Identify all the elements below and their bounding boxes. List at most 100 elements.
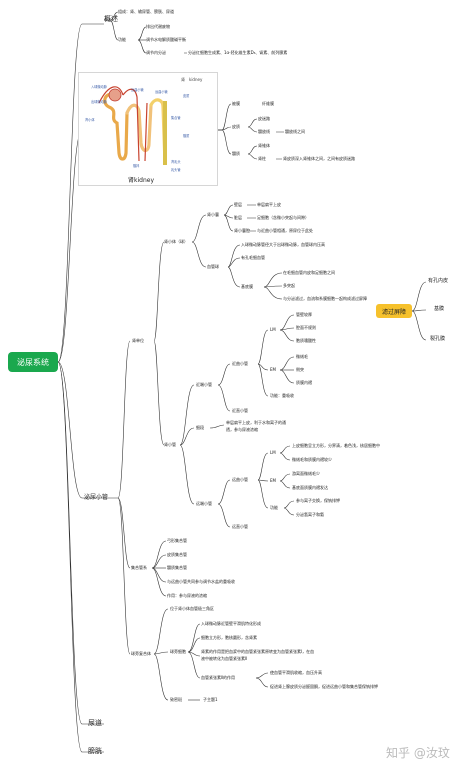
- juxtaglomerular-cell-node[interactable]: 球旁细胞: [170, 649, 186, 654]
- basement-membrane-c: 与分泌滤过，血流和系膜细胞一起构成滤过屏障: [283, 296, 367, 301]
- pct-function: 功能：重吸收: [270, 393, 294, 398]
- parietal-layer-detail: 单层扁平上皮: [257, 202, 281, 207]
- barrier-basement-membrane: 基膜: [434, 306, 445, 312]
- kidney-caption: 肾kidney: [128, 177, 154, 184]
- macula-densa-subtopic: 子主题1: [203, 697, 218, 702]
- barrier-fenestrated-endothelium: 有孔内皮: [428, 278, 449, 284]
- capsular-space-detail: 与近曲小管相通，原尿位于此处: [257, 228, 313, 233]
- urethra-node[interactable]: 尿道: [88, 719, 102, 727]
- function-1: 排出代谢废物: [146, 24, 170, 29]
- thin-segment-detail-2: 透，参与尿液浓缩: [226, 427, 258, 432]
- dct-em-1: 游离面微绒毛少: [292, 471, 320, 476]
- dct-em-2: 基底面质膜内褶发达: [292, 485, 328, 490]
- pct-em-node[interactable]: EM: [270, 367, 276, 372]
- bowmans-capsule-node[interactable]: 肾小囊: [207, 212, 219, 217]
- dct-lm-node[interactable]: LM: [270, 450, 276, 455]
- distal-convoluted-node[interactable]: 远曲小管: [232, 477, 248, 482]
- pct-lm-3: 胞质嗜酸性: [296, 338, 316, 343]
- function-3: 调节内分泌: [146, 50, 166, 55]
- img-label-cortex: 皮质: [183, 93, 190, 98]
- angiotensin-1: 使血管平滑肌收缩，血压升高: [270, 670, 322, 675]
- collecting-2: 皮质集合管: [167, 552, 187, 557]
- thin-segment-detail-1: 单层扁平上皮，利于水和离子的通: [226, 420, 286, 425]
- renal-tubule-node[interactable]: 肾小管: [164, 442, 176, 447]
- img-label-pct: 近曲小管: [131, 87, 144, 92]
- img-label-papillary-duct: 乳头管: [171, 167, 181, 172]
- collecting-duct-node[interactable]: 集合管系: [131, 565, 147, 570]
- nephron-node[interactable]: 肾单位: [132, 338, 144, 343]
- kidney-diagram-image: 入球微动脉 出球微动脉 肾小体 近曲小管 远曲小管 髓袢 集合管 皮质 髓质 肾…: [78, 72, 218, 186]
- pct-em-2: 侧突: [296, 367, 304, 372]
- renal-column-detail: 肾皮质深入肾锥体之间，之间有皮质迷路: [283, 156, 355, 161]
- dct-function-1: 参与离子交换，保钠排钾: [296, 498, 340, 503]
- img-label-corpuscle: 肾小体: [85, 117, 95, 122]
- nephron-illustration: 入球微动脉 出球微动脉 肾小体 近曲小管 远曲小管 髓袢 集合管 皮质 髓质 肾…: [85, 76, 203, 172]
- angiotensin-2: 促进肾上腺皮质分泌醛固酮，促进远曲小管和集合管保钠排钾: [270, 684, 378, 689]
- img-label-dct: 远曲小管: [155, 89, 168, 94]
- glomerulus-node[interactable]: 血管球: [207, 264, 219, 269]
- macula-densa-node[interactable]: 致密斑: [170, 697, 182, 702]
- root-node[interactable]: 泌尿系统: [8, 352, 58, 372]
- collecting-5: 作用：参与尿液的浓缩: [167, 593, 207, 598]
- capsule-detail: 纤维膜: [262, 101, 274, 106]
- cortex-labyrinth: 皮迷路: [258, 116, 270, 121]
- capsular-space: 肾小囊腔: [234, 228, 250, 233]
- barrier-slit-membrane: 裂孔膜: [430, 336, 446, 342]
- renal-corpuscle-node[interactable]: 肾小体（球）: [164, 239, 188, 244]
- img-title-en: kidney: [189, 77, 203, 82]
- proximal-tubule-node[interactable]: 近端小管: [196, 382, 212, 387]
- jg-cell-4: 液中被转化为血管紧张素Ⅱ: [201, 656, 247, 661]
- pct-em-1: 微绒毛: [296, 354, 308, 359]
- juxtaglomerular-node[interactable]: 球旁复合体: [131, 651, 151, 656]
- dct-function-2: 分泌氢离子和氨: [296, 512, 324, 517]
- pct-lm-node[interactable]: LM: [270, 327, 276, 332]
- thin-segment-node[interactable]: 细段: [196, 425, 204, 430]
- dct-em-node[interactable]: EM: [270, 478, 276, 483]
- medullary-ray-detail: 髓放线之间: [285, 129, 305, 134]
- glomerulus-detail-2: 有孔毛细血管: [241, 255, 265, 260]
- img-label-collecting: 集合管: [171, 115, 181, 120]
- medullary-ray: 髓放线: [258, 129, 270, 134]
- filtration-barrier-node[interactable]: 滤过屏障: [376, 304, 412, 318]
- collecting-4: 与远曲小管共同参与调节水盐的重吸收: [167, 579, 235, 584]
- dct-lm-1: 上皮细胞呈立方形，分界清，着色浅，核居细胞中: [292, 443, 380, 448]
- distal-tubule-node[interactable]: 远端小管: [196, 501, 212, 506]
- img-label-medulla: 髓质: [183, 133, 190, 138]
- urinary-tubule-node[interactable]: 泌尿小管: [84, 494, 109, 501]
- cortex-node[interactable]: 皮质: [232, 124, 240, 129]
- pct-em-3: 质膜内褶: [296, 380, 312, 385]
- capsule-node[interactable]: 被膜: [232, 101, 240, 106]
- angiotensin-node[interactable]: 血管紧张素Ⅱ的作用: [201, 675, 235, 680]
- pct-lm-2: 腔面不规则: [296, 325, 316, 330]
- proximal-straight-node[interactable]: 近直小管: [232, 408, 248, 413]
- jg-cell-3: 肾素的作用是把血浆中的血管紧张素原转变为血管紧张素Ⅰ，在血: [201, 649, 315, 654]
- img-title-cn: 肾: [181, 76, 185, 82]
- img-label-afferent: 入球微动脉: [91, 84, 108, 89]
- jg-cell-2: 细胞立方形，胞核圆形，含肾素: [201, 635, 257, 640]
- function-node[interactable]: 功能: [118, 37, 126, 42]
- collecting-1: 弓形集合管: [167, 538, 187, 543]
- renal-column: 肾柱: [258, 156, 266, 161]
- visceral-layer-detail: 足细胞（含微小突起与间隙）: [257, 215, 309, 220]
- juxtaglomerular-location: 位于肾小体血管极三角区: [170, 606, 214, 611]
- dct-function-node[interactable]: 功能: [270, 505, 278, 510]
- bladder-node[interactable]: 膀胱: [88, 747, 102, 755]
- medulla-node[interactable]: 髓质: [232, 151, 240, 156]
- function-2: 调节水电解质酸碱平衡: [146, 37, 186, 42]
- img-label-papilla: 肾乳头: [171, 159, 181, 164]
- basement-membrane-a: 在毛细血管内皮和足细胞之间: [283, 270, 335, 275]
- watermark: 知乎 @汝玟: [386, 746, 450, 760]
- distal-straight-node[interactable]: 远直小管: [232, 524, 248, 529]
- overview-node[interactable]: 概述: [104, 15, 118, 23]
- proximal-convoluted-node[interactable]: 近曲小管: [232, 361, 248, 366]
- glomerulus-detail-1: 入球微动脉管径大于出球微动脉，血管球内压高: [241, 242, 325, 247]
- visceral-layer: 脏层: [234, 215, 242, 220]
- overview-composition: 组成：肾、输尿管、膀胱、尿道: [118, 9, 174, 14]
- basement-membrane-node[interactable]: 基底膜: [241, 284, 253, 289]
- pct-lm-1: 管壁较厚: [296, 312, 312, 317]
- jg-cell-1: 入球微动脉近管壁平滑肌特化形成: [201, 621, 261, 626]
- parietal-layer: 壁层: [234, 202, 242, 207]
- renal-pyramid: 肾锥体: [258, 143, 270, 148]
- basement-membrane-b: 多突起: [283, 283, 295, 288]
